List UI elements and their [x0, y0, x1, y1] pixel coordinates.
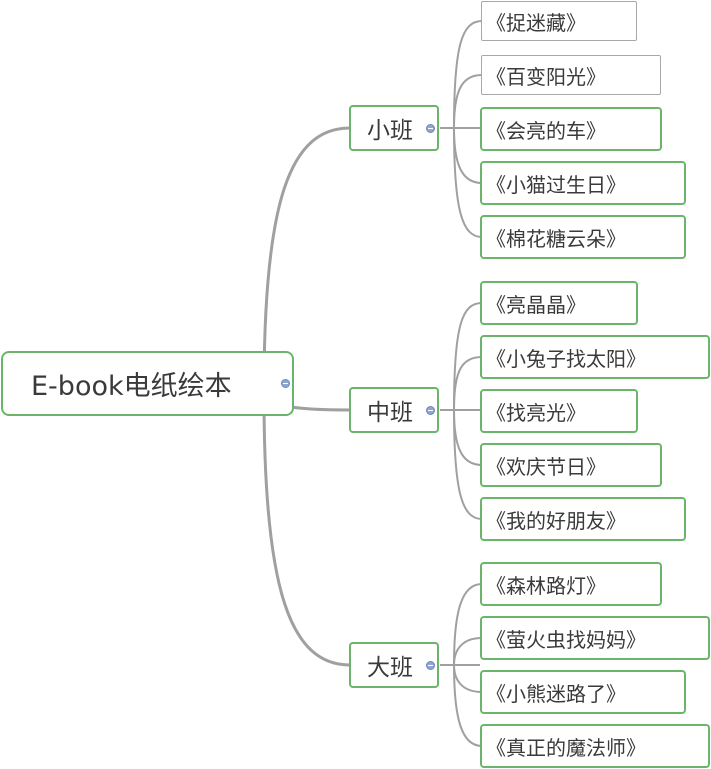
book-title: 《真正的魔法师》 [486, 735, 646, 760]
book-item[interactable]: 《捉迷藏》 [481, 1, 637, 41]
book-item[interactable]: 《小猫过生日》 [480, 161, 686, 205]
book-title: 《小兔子找太阳》 [486, 346, 646, 371]
book-item[interactable]: 《欢庆节日》 [480, 443, 662, 487]
group-node-3[interactable]: 大班 [349, 642, 439, 688]
book-title: 《捉迷藏》 [486, 10, 586, 35]
book-item[interactable]: 《亮晶晶》 [480, 281, 638, 325]
group-node-2[interactable]: 中班 [349, 387, 439, 433]
book-title: 《小熊迷路了》 [486, 681, 626, 706]
book-item[interactable]: 《会亮的车》 [480, 107, 662, 151]
book-title: 《百变阳光》 [486, 64, 606, 89]
connector-root-group-3 [262, 395, 351, 667]
root-label: E-book电纸绘本 [31, 371, 232, 402]
connector-root-group-1 [262, 126, 351, 391]
book-item[interactable]: 《棉花糖云朵》 [480, 215, 686, 259]
book-title: 《小猫过生日》 [486, 172, 626, 197]
book-title: 《亮晶晶》 [486, 292, 586, 317]
book-title: 《会亮的车》 [486, 118, 606, 143]
book-item[interactable]: 《我的好朋友》 [480, 497, 686, 541]
group-node-1[interactable]: 小班 [349, 105, 439, 151]
book-item[interactable]: 《真正的魔法师》 [480, 724, 710, 768]
root-collapse-icon[interactable] [281, 379, 290, 388]
book-item[interactable]: 《小熊迷路了》 [480, 670, 686, 714]
book-title: 《棉花糖云朵》 [486, 226, 626, 251]
book-item[interactable]: 《小兔子找太阳》 [480, 335, 710, 379]
group-label: 大班 [367, 655, 413, 681]
group-label: 中班 [367, 400, 413, 426]
root-node[interactable]: E-book电纸绘本 [1, 351, 294, 416]
group-3-collapse-icon[interactable] [426, 661, 435, 670]
group-1-collapse-icon[interactable] [426, 124, 435, 133]
group-2-collapse-icon[interactable] [426, 406, 435, 415]
book-title: 《萤火虫找妈妈》 [486, 627, 646, 652]
book-title: 《欢庆节日》 [486, 454, 606, 479]
book-title: 《我的好朋友》 [486, 508, 626, 533]
book-item[interactable]: 《萤火虫找妈妈》 [480, 616, 710, 660]
book-title: 《找亮光》 [486, 400, 586, 425]
book-item[interactable]: 《百变阳光》 [481, 55, 661, 95]
book-title: 《森林路灯》 [486, 573, 606, 598]
group-label: 小班 [367, 118, 413, 144]
book-item[interactable]: 《找亮光》 [480, 389, 638, 433]
book-item[interactable]: 《森林路灯》 [480, 562, 662, 606]
